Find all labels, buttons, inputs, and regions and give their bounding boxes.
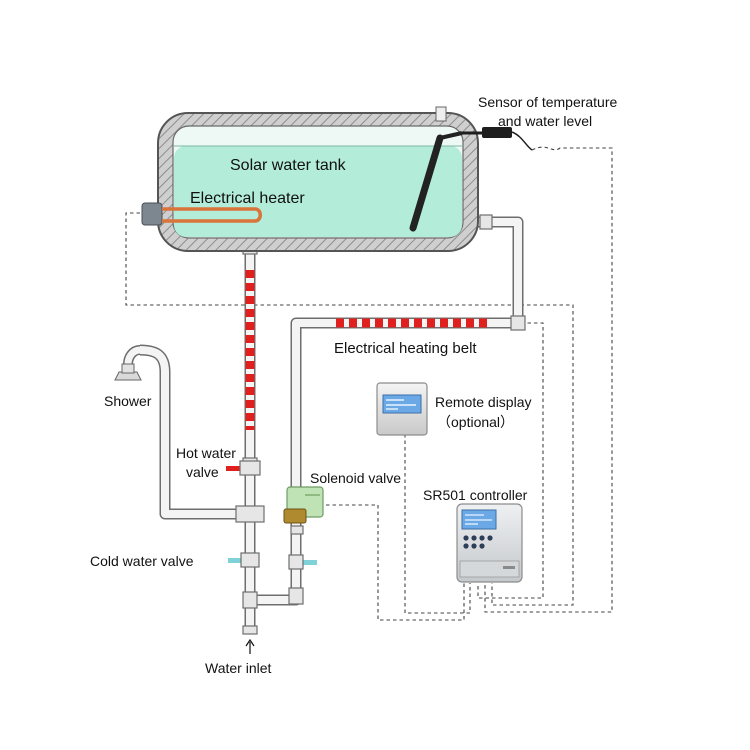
- label-sr501-controller: SR501 controller: [423, 487, 528, 503]
- solenoid-valve: [283, 486, 324, 524]
- label-shower: Shower: [104, 393, 152, 409]
- cold-water-valve: [228, 552, 317, 570]
- label-hot-water-line1: Hot water: [176, 445, 236, 461]
- label-cold-water-valve: Cold water valve: [90, 553, 194, 569]
- arrow-up-icon: [245, 638, 255, 654]
- label-electrical-heater: Electrical heater: [190, 190, 305, 207]
- sensor-probe: [409, 127, 533, 232]
- heating-belt-segments: [245, 270, 488, 430]
- hot-water-valve: [226, 460, 261, 476]
- electrical-heater: [141, 202, 262, 226]
- wire-sensor: [484, 146, 613, 613]
- wire-heater: [125, 212, 574, 606]
- label-remote-display-line2: （optional）: [437, 414, 514, 430]
- sr501-controller: [456, 503, 523, 583]
- wire-remote-display: [404, 434, 471, 614]
- control-wires: [125, 146, 613, 621]
- label-sensor-line1: Sensor of temperature: [478, 94, 618, 110]
- label-hot-water-line2: valve: [186, 464, 219, 480]
- wire-heating-belt: [477, 322, 544, 599]
- label-heating-belt: Electrical heating belt: [334, 340, 477, 357]
- label-remote-display-line1: Remote display: [435, 394, 532, 410]
- label-sensor-line2: and water level: [498, 113, 592, 129]
- shower-head-icon: [114, 345, 142, 381]
- label-solenoid-valve: Solenoid valve: [310, 470, 401, 486]
- remote-display: [376, 382, 428, 436]
- label-water-inlet: Water inlet: [205, 660, 272, 676]
- wire-solenoid: [326, 504, 465, 621]
- label-solar-water-tank: Solar water tank: [230, 157, 347, 174]
